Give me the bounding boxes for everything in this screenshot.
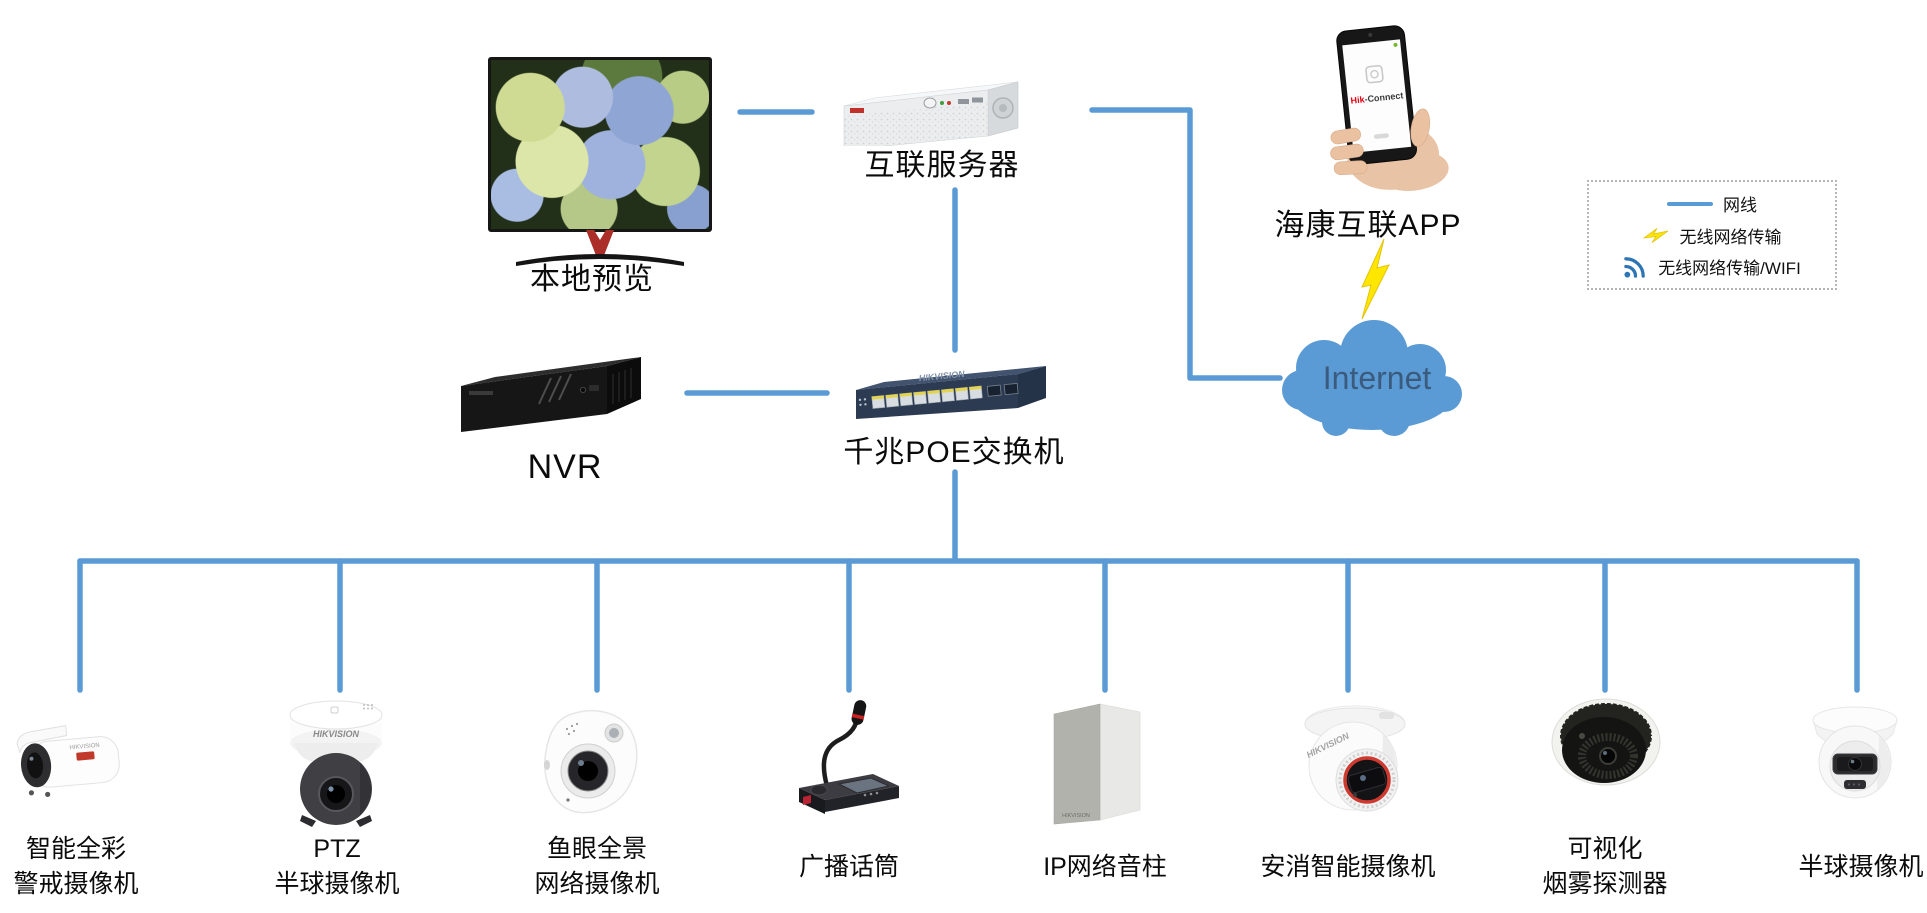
monitor-label: 本地预览	[530, 263, 654, 296]
legend-item-cable: 网线	[1595, 191, 1829, 216]
legend-item-wifi: 无线网络传输/WIFI	[1595, 254, 1829, 279]
network-cable-line-icon	[1667, 201, 1713, 206]
mobile-app-image: Hik-Connect	[1330, 25, 1449, 191]
device-label-5: IP网络音柱	[1043, 853, 1167, 881]
bullet-camera-image: HIKVISION	[16, 724, 120, 798]
broadcast-microphone-image	[799, 700, 899, 814]
ip-speaker-column-image: HIKVISION	[1053, 703, 1141, 825]
legend-label: 无线网络传输	[1679, 227, 1782, 247]
wifi-icon	[1624, 256, 1646, 278]
device-label-6: 安消智能摄像机	[1260, 853, 1436, 881]
server-image	[843, 81, 1019, 146]
wireless-lightning-icon	[1361, 238, 1390, 320]
ptz-dome-camera-image: HIKVISION	[289, 700, 383, 827]
smoke-detector-image	[1551, 698, 1661, 786]
legend-item-wireless: 无线网络传输	[1595, 223, 1829, 248]
server-label: 互联服务器	[864, 149, 1020, 182]
monitor-stand	[516, 230, 684, 266]
camera-brand-text: HIKVISION	[313, 729, 360, 739]
lightning-icon	[1642, 227, 1668, 243]
camera-brand-text: HIKVISION	[69, 743, 100, 752]
legend-label: 网线	[1723, 196, 1757, 216]
device-label-7: 可视化 烟雾探测器	[1542, 835, 1668, 898]
device-label-2: PTZ 半球摄像机	[274, 835, 400, 898]
legend-label: 无线网络传输/WIFI	[1658, 258, 1801, 278]
device-label-8: 半球摄像机	[1798, 853, 1924, 881]
device-label-1: 智能全彩 警戒摄像机	[13, 835, 139, 898]
dome-camera-image	[1812, 706, 1898, 799]
nvr-label: NVR	[527, 448, 603, 486]
nvr-image	[461, 357, 641, 432]
device-label-4: 广播话筒	[798, 853, 899, 881]
link-server-internet	[1089, 107, 1283, 381]
speaker-brand-text: HIKVISION	[1062, 813, 1090, 819]
internet-label: Internet	[1322, 360, 1432, 396]
fire-smart-camera-image: HIKVISION	[1304, 705, 1406, 812]
device-label-3: 鱼眼全景 网络摄像机	[534, 835, 660, 898]
legend-box: 网线 无线网络传输 无线网络传输/WIFI	[1587, 180, 1837, 290]
switch-brand-text: HIKVISION	[918, 369, 965, 383]
app-label: 海康互联APP	[1274, 209, 1462, 242]
poe-switch-image: HIKVISION	[856, 366, 1046, 419]
internet-cloud	[1282, 320, 1462, 436]
fisheye-camera-image	[544, 710, 638, 814]
phone-screen-brand: Hik-Connect	[1350, 90, 1404, 105]
phone-screen	[1342, 39, 1412, 153]
poe-switch-label: 千兆POE交换机	[843, 436, 1065, 469]
monitor-image	[488, 57, 712, 232]
